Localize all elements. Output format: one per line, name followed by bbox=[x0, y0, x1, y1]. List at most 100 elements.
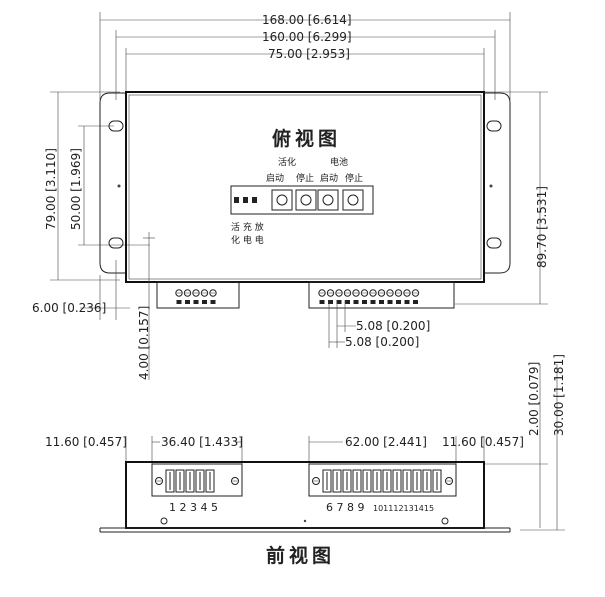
enclosure-inner-edge bbox=[128, 94, 482, 280]
button-start-2-knob bbox=[322, 194, 334, 206]
dimension-hole-spacing: 160.00 [6.299] bbox=[115, 30, 496, 100]
mount-hole-bottom-right bbox=[486, 237, 502, 249]
top-left-terminal-screw-1 bbox=[175, 289, 183, 297]
front-terminal-block-right bbox=[308, 463, 457, 497]
front-terminal-block-left bbox=[151, 463, 243, 497]
label-start-1: 启动 bbox=[266, 172, 284, 184]
side-height-label: 89.70 [3.531] bbox=[535, 186, 549, 268]
top-left-terminal-screw-2 bbox=[183, 289, 192, 297]
dimension-body-width: 75.00 [2.953] bbox=[125, 47, 485, 94]
overall-height-label: 79.00 [3.110] bbox=[44, 148, 58, 230]
front-right-terminal-slot-10 bbox=[412, 469, 422, 493]
pitch-a-label: 5.08 [0.200] bbox=[356, 319, 430, 333]
mount-hole-bottom-left bbox=[108, 237, 124, 249]
dimension-front-left-edge: 11.60 [0.457] bbox=[45, 435, 153, 478]
label-start-2: 启动 bbox=[320, 172, 338, 184]
dimension-side-height: 89.70 [3.531] bbox=[455, 91, 549, 305]
top-right-terminal-screw-10 bbox=[394, 289, 403, 297]
inner-height-label: 50.00 [1.969] bbox=[69, 148, 83, 230]
top-view: 168.00 [6.614] 160.00 [6.299] 75.00 [2.9… bbox=[32, 12, 549, 380]
front-left-block-label: 36.40 [1.433] bbox=[161, 435, 243, 449]
hole-offset-label: 4.00 [0.157] bbox=[137, 306, 151, 380]
front-right-terminal-slot-6 bbox=[372, 469, 382, 493]
front-right-terminal-slot-3 bbox=[342, 469, 352, 493]
panel-frame bbox=[230, 185, 374, 215]
front-enclosure bbox=[125, 461, 485, 529]
enclosure-body bbox=[125, 91, 485, 283]
front-right-block-label: 62.00 [2.441] bbox=[345, 435, 427, 449]
body-width-label: 75.00 [2.953] bbox=[268, 47, 350, 61]
top-left-terminal-screw-5 bbox=[209, 289, 217, 297]
overall-width-label: 168.00 [6.614] bbox=[262, 13, 352, 27]
front-right-terminal-slot-9 bbox=[402, 469, 412, 493]
front-block-end-screw-4 bbox=[445, 477, 453, 485]
center-mark-left bbox=[117, 184, 121, 188]
edge-offset-label: 6.00 [0.236] bbox=[32, 301, 106, 315]
dimension-hole-offset: 4.00 [0.157] bbox=[137, 232, 155, 380]
dimension-overall-height: 79.00 [3.110] bbox=[44, 91, 120, 281]
dimension-edge-offset: 6.00 [0.236] bbox=[32, 260, 130, 320]
button-stop-1[interactable] bbox=[295, 189, 317, 211]
top-right-terminal-screw-1 bbox=[318, 289, 326, 297]
terminal-block-right-top bbox=[308, 281, 455, 309]
label-activate-group: 活化 bbox=[278, 156, 296, 168]
front-left-terminal-slot-3 bbox=[185, 469, 195, 493]
button-start-1-knob bbox=[276, 194, 288, 206]
mount-hole-top-right bbox=[486, 120, 502, 132]
front-block-end-screw-1 bbox=[155, 477, 163, 485]
mount-hole-top-left bbox=[108, 120, 124, 132]
control-panel bbox=[230, 185, 374, 215]
led-activate bbox=[234, 197, 239, 203]
top-right-terminal-screw-3 bbox=[335, 289, 343, 297]
pitch-b-label: 5.08 [0.200] bbox=[345, 335, 419, 349]
front-left-terminal-slot-5 bbox=[205, 469, 215, 493]
button-stop-1-knob bbox=[300, 194, 312, 206]
front-screw-left bbox=[160, 517, 168, 525]
dimension-front-right-edge: 11.60 [0.457] bbox=[442, 435, 524, 462]
front-right-terminal-slot-1 bbox=[322, 469, 332, 493]
front-view-title: 前视图 bbox=[266, 544, 335, 567]
top-right-terminal-screw-12 bbox=[411, 289, 420, 297]
center-mark-right bbox=[489, 184, 493, 188]
led-discharge bbox=[252, 197, 257, 203]
front-right-terminal-slot-2 bbox=[332, 469, 342, 493]
top-right-terminal-screw-8 bbox=[377, 289, 386, 297]
top-view-title: 俯视图 bbox=[272, 127, 341, 150]
front-block-end-screw-3 bbox=[312, 477, 320, 485]
top-right-terminal-screw-7 bbox=[369, 289, 377, 297]
label-led-bottom: 化 电 电 bbox=[231, 234, 264, 246]
label-stop-2: 停止 bbox=[345, 172, 363, 184]
front-right-terminal-slot-8 bbox=[392, 469, 402, 493]
button-stop-2-knob bbox=[347, 194, 359, 206]
dimension-front-right-block: 62.00 [2.441] bbox=[308, 435, 457, 478]
button-stop-2[interactable] bbox=[342, 189, 364, 211]
front-block-end-screw-2 bbox=[231, 477, 239, 485]
button-start-1[interactable] bbox=[271, 189, 293, 211]
front-right-terminal-slot-5 bbox=[362, 469, 372, 493]
label-led-top: 活 充 放 bbox=[231, 221, 264, 233]
top-left-terminal-screw-3 bbox=[192, 289, 200, 297]
front-right-terminal-slot-4 bbox=[352, 469, 362, 493]
top-right-terminal-screw-9 bbox=[386, 289, 394, 297]
front-screw-right bbox=[441, 517, 449, 525]
front-view: 11.60 [0.457] 36.40 [1.433] 62.00 [2.441… bbox=[45, 354, 566, 567]
front-center-mark bbox=[303, 519, 307, 523]
top-right-terminal-screw-6 bbox=[360, 289, 369, 297]
front-flange-label: 2.00 [0.079] bbox=[527, 362, 541, 436]
front-right-edge-label: 11.60 [0.457] bbox=[442, 435, 524, 449]
front-left-terminal-slot-1 bbox=[165, 469, 175, 493]
led-charge bbox=[243, 197, 248, 203]
label-battery-group: 电池 bbox=[330, 156, 348, 168]
top-right-terminal-screw-11 bbox=[403, 289, 411, 297]
front-left-terminal-slot-4 bbox=[195, 469, 205, 493]
button-start-2[interactable] bbox=[317, 189, 339, 211]
pin-labels-left: 1 2 3 4 5 bbox=[169, 501, 218, 514]
front-height-label: 30.00 [1.181] bbox=[552, 354, 566, 436]
front-right-terminal-slot-7 bbox=[382, 469, 392, 493]
dimension-overall-width: 168.00 [6.614] bbox=[99, 12, 511, 100]
dimension-pitch: 5.08 [0.200] 5.08 [0.200] bbox=[328, 300, 430, 349]
front-left-edge-label: 11.60 [0.457] bbox=[45, 435, 127, 449]
dimension-front-height: 30.00 [1.181] bbox=[520, 354, 566, 531]
label-stop-1: 停止 bbox=[296, 172, 314, 184]
